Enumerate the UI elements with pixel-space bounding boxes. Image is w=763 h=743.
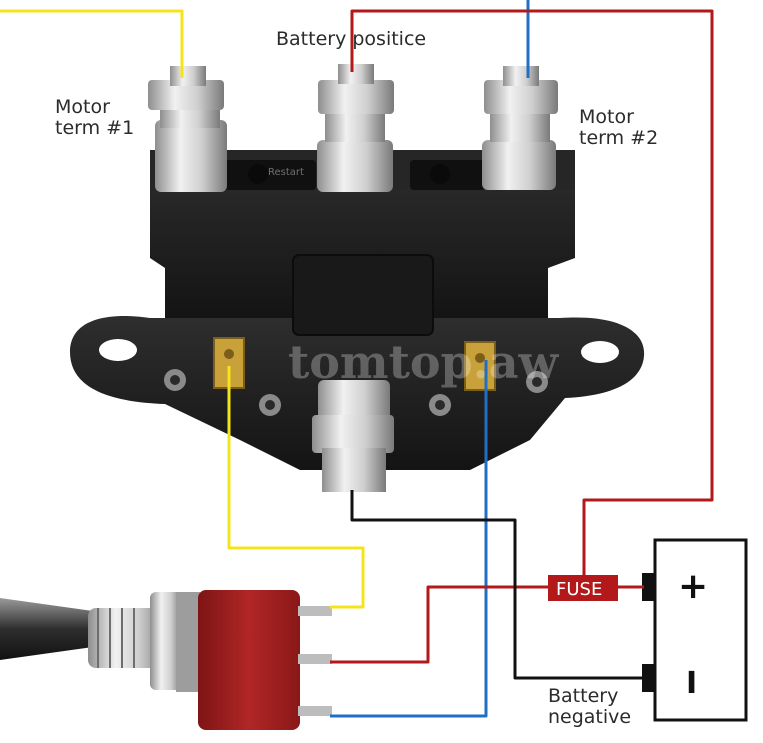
watermark-text: tomtop.aw: [288, 335, 560, 389]
wire-motor-1-top: [0, 9, 184, 78]
battery-negative-label-line1: Battery: [548, 685, 618, 707]
motor-term-1-label-line2: term #1: [55, 117, 134, 139]
wires: [0, 0, 714, 718]
motor-term-1-post-icon: [148, 66, 227, 192]
wire-fuse-switch: [330, 585, 550, 664]
battery-minus-sign: I: [686, 666, 697, 701]
battery-positive-label: Battery positice: [276, 28, 426, 50]
ground-post-icon: [312, 380, 394, 492]
fuse-label: FUSE: [556, 579, 602, 600]
toggle-switch-icon: [0, 590, 332, 730]
fuse-icon: FUSE: [548, 575, 618, 601]
wire-battery-positive: [350, 9, 714, 578]
battery-negative-label-line2: negative: [548, 706, 631, 728]
battery-icon: + I: [642, 538, 748, 722]
battery-positive-post-icon: [317, 64, 394, 192]
motor-term-2-label-line1: Motor: [579, 106, 634, 128]
motor-term-1-label-line1: Motor: [55, 96, 110, 118]
motor-term-2-label-line2: term #2: [579, 127, 658, 149]
battery-plus-sign: +: [678, 566, 708, 607]
solenoid-mark-text: Restart: [268, 167, 304, 178]
motor-term-2-post-icon: [482, 66, 558, 190]
wire-motor-2-switch: [330, 360, 488, 718]
wire-battery-negative: [350, 490, 644, 680]
wire-motor-1-switch: [227, 366, 365, 609]
solenoid-relay-icon: Restart tomtop.aw: [70, 64, 645, 492]
